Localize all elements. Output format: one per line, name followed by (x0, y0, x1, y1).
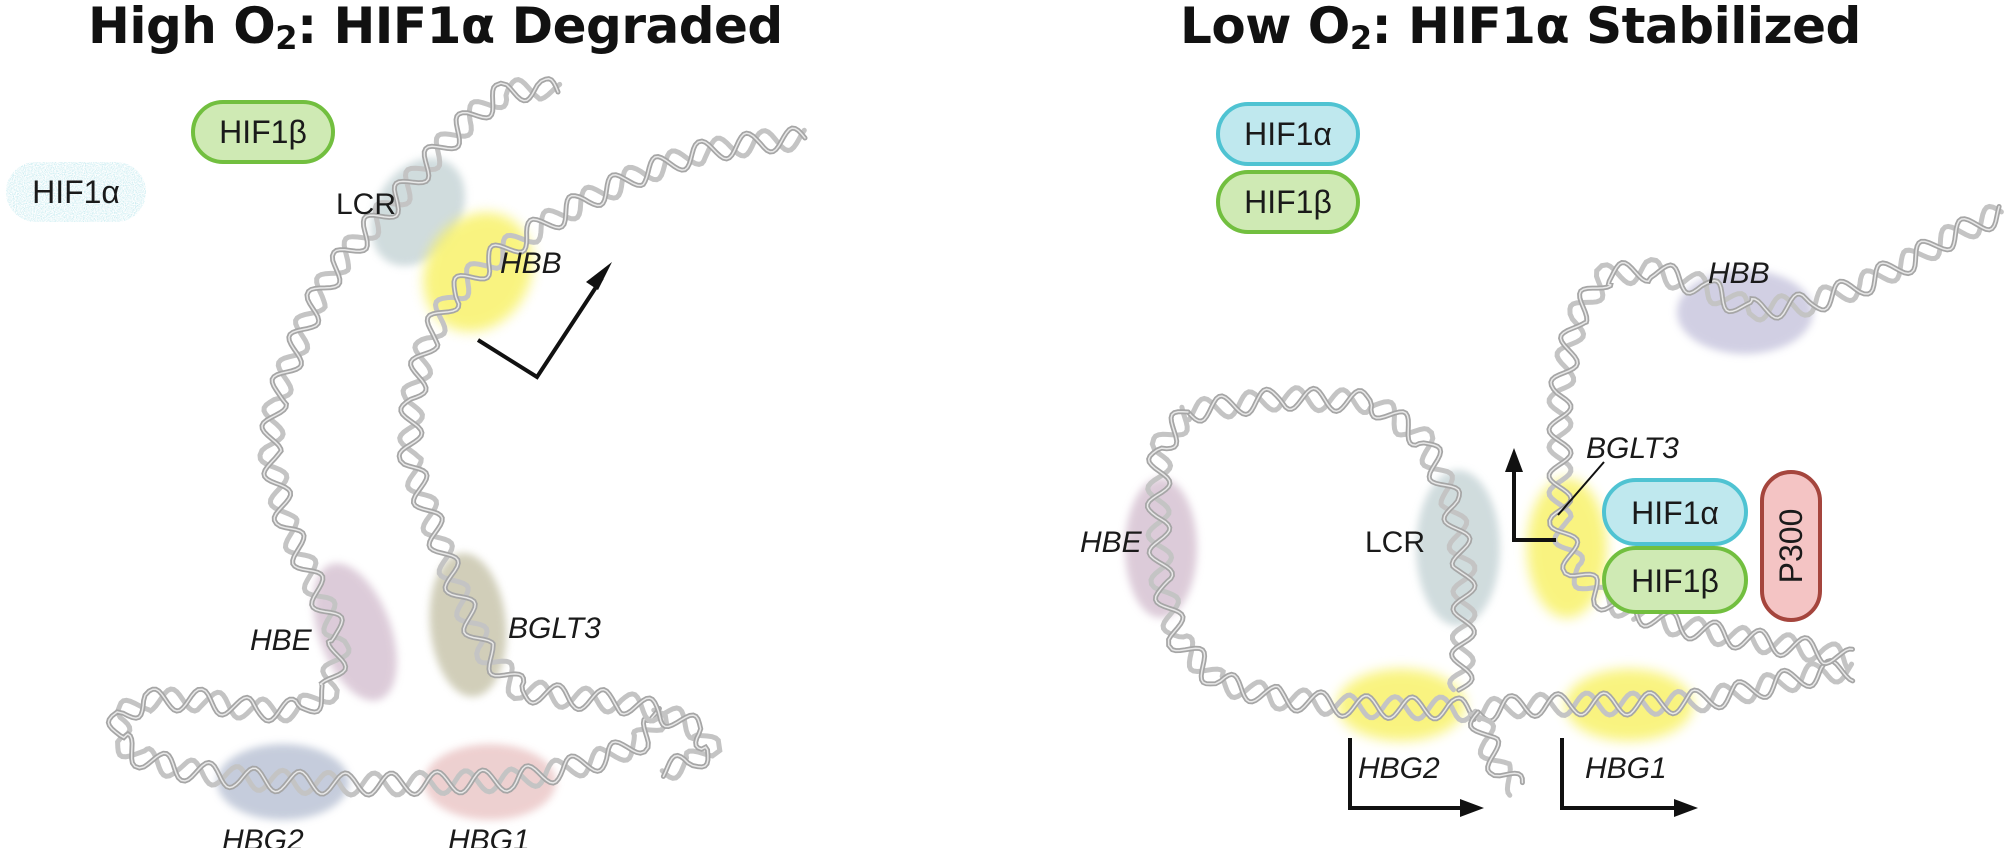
lcr-region-right (1416, 470, 1500, 626)
lcr-label-right: LCR (1365, 526, 1425, 559)
hif1b-label-left: HIF1β (219, 114, 307, 150)
dna-strand-loop-right (1185, 385, 1478, 693)
p300-pill: P300 (1760, 470, 1822, 622)
hbg2-arrow-right (1348, 738, 1484, 817)
hif1a-label-bound: HIF1α (1631, 495, 1719, 531)
hbg2-region-left (217, 744, 349, 820)
dna-strand-hbe-hbg2 (1144, 404, 1478, 724)
dna-strand-bglt3-tail (1631, 604, 1855, 671)
dna-strand-hbb-bglt3 (396, 125, 808, 781)
hif1b-label-bound: HIF1β (1631, 563, 1719, 599)
helix-backbone (1546, 203, 2004, 619)
hbe-label-right: HBE (1080, 526, 1143, 559)
bglt3-arrow-right (1505, 448, 1556, 542)
p300-label: P300 (1773, 509, 1809, 584)
bglt3-leader-line (1557, 461, 1605, 516)
helix-backbone (1186, 385, 1478, 693)
hif1a-pill-top-right: HIF1α (1216, 102, 1360, 166)
hif1a-degraded-pill: HIF1α (6, 162, 146, 222)
promoter-arrows (476, 262, 1698, 817)
bglt3-label-left: BGLT3 (508, 612, 601, 645)
lcr-label-left: LCR (336, 188, 396, 221)
hbb-label-right: HBB (1708, 257, 1770, 290)
helix-backbone (397, 127, 807, 781)
hif1a-pill-bound: HIF1α (1602, 478, 1748, 546)
dna-strand-hbg-tail (1467, 709, 1525, 798)
helix-backbone (1477, 659, 1854, 722)
dna-strand-hbg1 (1475, 657, 1856, 724)
helix-backbone (1146, 410, 1475, 721)
helix-backbone (1469, 711, 1524, 784)
hbg1-region-right (1565, 669, 1693, 741)
gene-region-highlights (217, 158, 1813, 820)
hbg1-label-left: HBG1 (448, 824, 530, 848)
helix-backbone (107, 77, 661, 796)
dna-strand-lcr-hbe (105, 76, 670, 798)
hbe-label-left: HBE (250, 624, 313, 657)
helix-backbone (398, 127, 806, 778)
hbg2-label-left: HBG2 (222, 824, 304, 848)
hif1a-degraded-label: HIF1α (32, 174, 120, 210)
dna-strands (105, 76, 2004, 798)
hbg1-label-right: HBG1 (1585, 752, 1667, 785)
hbg1-arrow-right (1560, 738, 1698, 817)
hif1b-pill-bound: HIF1β (1602, 546, 1748, 614)
helix-backbone (1476, 661, 1855, 723)
hif1b-label-top-right: HIF1β (1244, 184, 1332, 220)
hbb-region-right (1677, 270, 1813, 354)
helix-backbone (1187, 387, 1476, 691)
hbg1-region-left (424, 744, 556, 820)
hbg2-label-right: HBG2 (1358, 752, 1440, 785)
hif1b-pill-top-right: HIF1β (1216, 170, 1360, 234)
title-right: Low O2: HIF1α Stabilized (1180, 0, 1861, 57)
bglt3-label-right: BGLT3 (1586, 432, 1679, 465)
helix-backbone (1633, 609, 1855, 667)
hif1a-label-top-right: HIF1α (1244, 116, 1332, 152)
hbb-label-left: HBB (500, 247, 562, 280)
helix-backbone (1468, 711, 1513, 798)
dna-strand-bglt3-hbb (1546, 203, 2004, 619)
hbb-arrow-left (476, 262, 612, 380)
helix-backbone (1631, 604, 1850, 671)
helix-backbone (1548, 205, 2000, 613)
title-left: High O2: HIF1α Degraded (88, 0, 783, 57)
hif1b-pill-left: HIF1β (191, 100, 335, 164)
helix-backbone (1467, 709, 1525, 786)
hbe-region-left (313, 563, 397, 701)
